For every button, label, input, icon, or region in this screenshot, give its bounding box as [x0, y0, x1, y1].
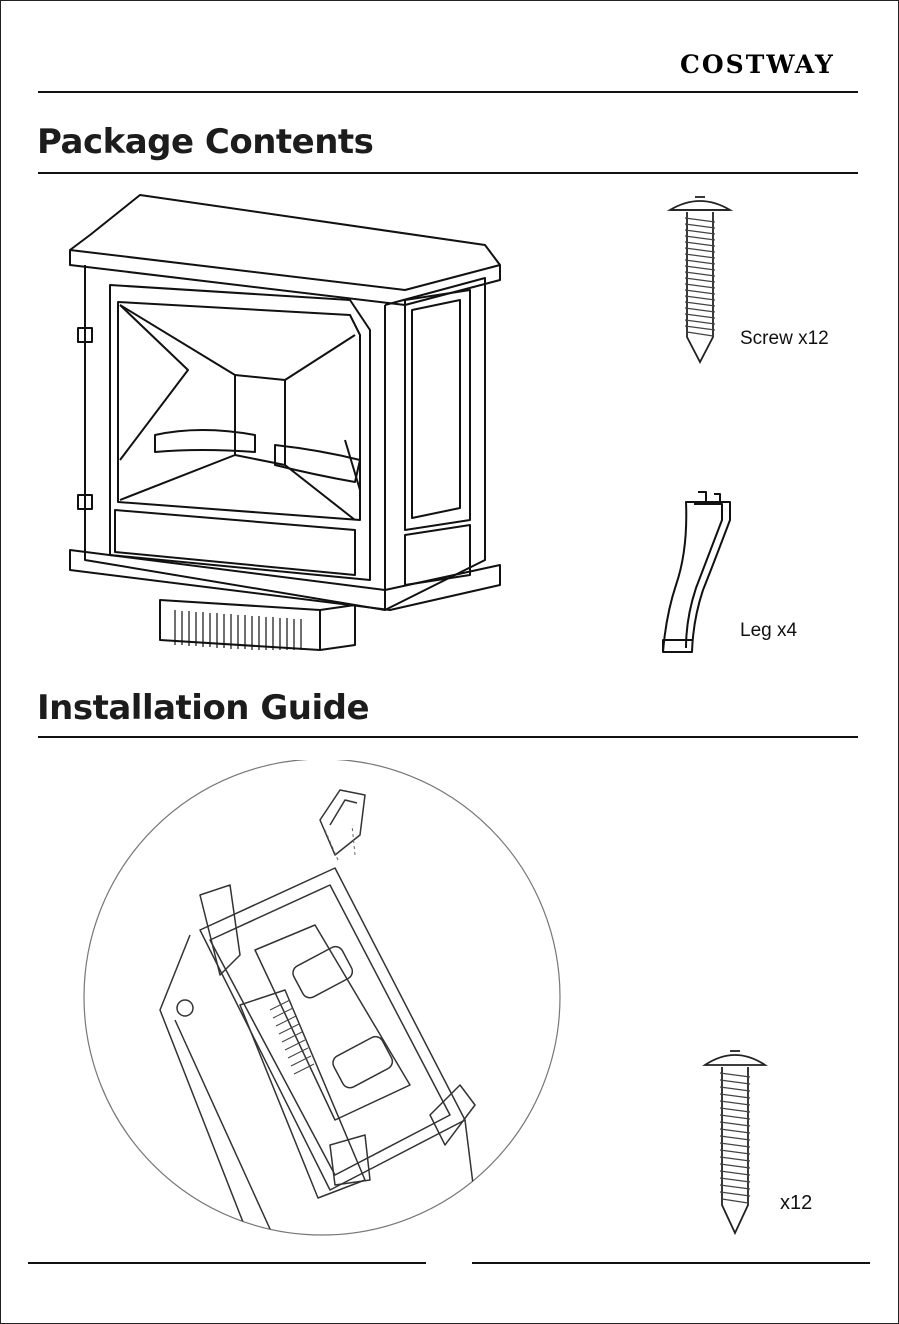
header-divider — [38, 91, 858, 93]
installation-diagram-icon — [80, 760, 565, 1240]
installation-guide-title: Installation Guide — [37, 688, 369, 728]
screw-icon — [665, 192, 735, 364]
footer-divider-right — [472, 1262, 870, 1264]
screw-label: Screw x12 — [740, 328, 829, 350]
brand-logo: COSTWAY — [680, 50, 835, 79]
fireplace-heater-icon — [60, 190, 505, 655]
installation-screw-icon — [700, 1045, 770, 1235]
leg-icon — [658, 490, 738, 658]
package-contents-title: Package Contents — [37, 122, 373, 162]
package-contents-divider — [38, 172, 858, 174]
footer-divider-left — [28, 1262, 426, 1264]
leg-label: Leg x4 — [740, 620, 797, 642]
installation-guide-divider — [38, 736, 858, 738]
installation-screw-label: x12 — [780, 1192, 812, 1215]
